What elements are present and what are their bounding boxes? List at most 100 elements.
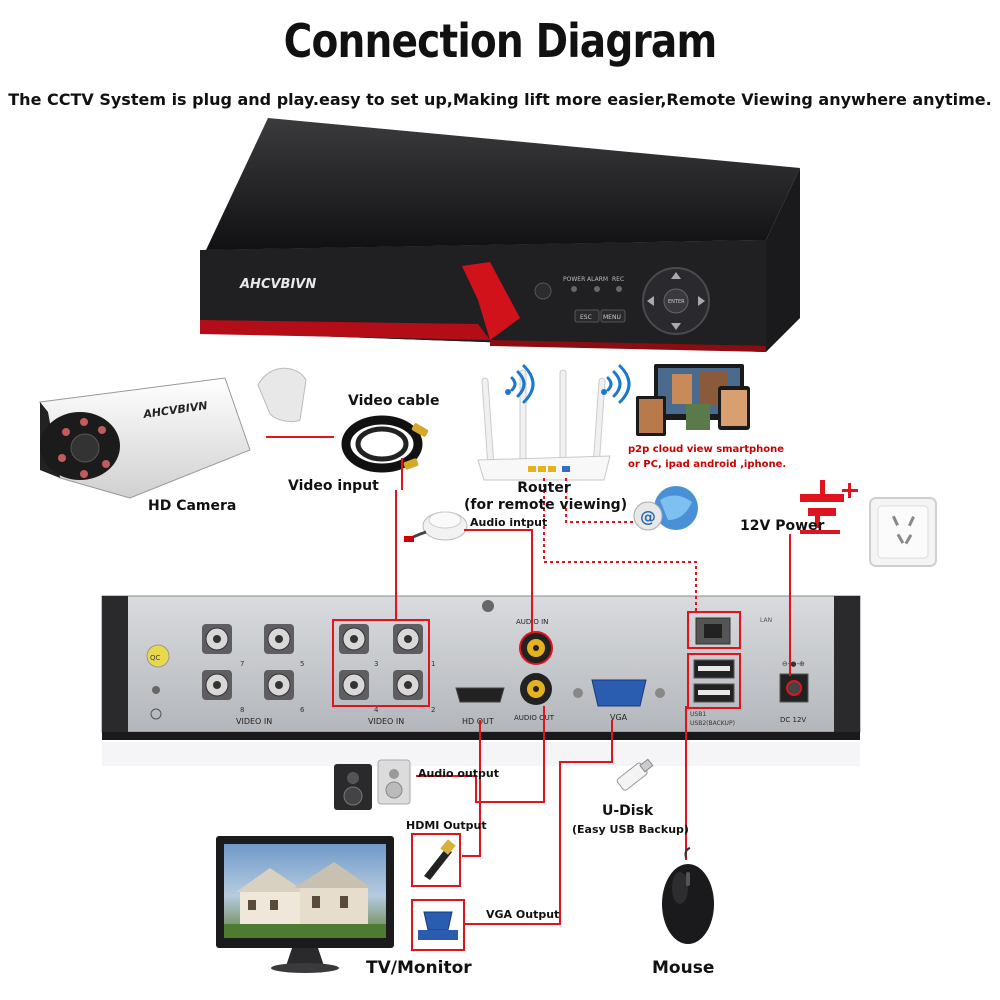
camera-mount (257, 367, 307, 423)
hdmi-wire (462, 720, 481, 857)
power-indicator-label: POWER (563, 276, 585, 283)
svg-text:⊖-●-⊕: ⊖-●-⊕ (782, 660, 805, 668)
vga-output-wire (464, 720, 613, 925)
power-led (571, 286, 577, 292)
menu-button-label: MENU (603, 314, 621, 321)
channel-label: 6 (300, 706, 305, 714)
video-in-highlight (332, 619, 430, 707)
dvr-back-panel: QC 7 5 8 6 VIDEO IN 3 1 4 2 VIDEO IN (101, 595, 861, 740)
page-title: Connection Diagram (283, 14, 718, 68)
connection-wires (266, 436, 791, 925)
router-label: Router (for remote viewing) (464, 480, 628, 514)
p2p-description: p2p cloud view smartphone or PC, ipad an… (628, 442, 786, 472)
alarm-indicator-label: ALARM (587, 276, 608, 283)
remote-devices-collage (636, 364, 750, 436)
wifi-icon (601, 364, 631, 404)
usb-disk-icon (616, 758, 654, 791)
alarm-led (594, 286, 600, 292)
channel-label: 5 (300, 660, 304, 668)
vga-port: VGA (573, 679, 665, 722)
channel-label: 4 (374, 706, 379, 714)
page-subtitle: The CCTV System is plug and play.easy to… (8, 90, 992, 109)
p2p-line1: p2p cloud view smartphone (628, 444, 785, 455)
usb-ports: USB1 USB2(BACKUP) (687, 653, 741, 727)
video-in-label-left: VIDEO IN (236, 717, 272, 726)
channel-label: 8 (240, 706, 244, 714)
arrow-up-icon (671, 272, 681, 279)
rec-indicator-label: REC (612, 276, 624, 283)
udisk-label: U-Disk (602, 803, 654, 819)
channel-label: 2 (431, 706, 435, 714)
hd-out-label: HD OUT (462, 717, 494, 726)
svg-text:@: @ (640, 507, 656, 526)
audio-out-port: AUDIO OUT (514, 673, 555, 722)
channel-label: 7 (240, 660, 244, 668)
channel-label: 1 (431, 660, 435, 668)
menu-button[interactable] (600, 309, 626, 323)
vga-label: VGA (610, 713, 628, 722)
video-input-wire (395, 458, 403, 620)
dc-12v-port: ⊖-●-⊕ DC 12V (779, 660, 809, 724)
vga-output-label: VGA Output (486, 908, 560, 921)
email-globe-icon: @ (633, 486, 698, 531)
arrow-right-icon (698, 296, 705, 306)
enter-button[interactable] (663, 288, 689, 314)
dc-power-icon (800, 480, 858, 534)
p2p-line2: or PC, ipad android ,iphone. (628, 459, 787, 470)
usb2-label: USB2(BACKUP) (690, 720, 735, 727)
camera-lens (70, 433, 100, 463)
dvr-front: AHCVBIVN POWER ALARM REC ESC MENU ENTER (200, 118, 800, 352)
qc-sticker (146, 644, 170, 668)
esc-button[interactable] (574, 309, 600, 323)
usb1-label: USB1 (690, 711, 706, 718)
audio-input-wire (464, 529, 533, 632)
channel-label: 3 (374, 660, 378, 668)
audio-out-label: AUDIO OUT (514, 714, 555, 722)
tv-monitor-label: TV/Monitor (366, 958, 472, 978)
mouse-label: Mouse (652, 958, 715, 978)
video-input-label: Video input (288, 478, 379, 494)
hdmi-port: HD OUT (455, 687, 505, 726)
dc-12v-label: DC 12V (780, 716, 806, 724)
power-label: 12V Power (740, 518, 825, 534)
audio-output-wire (416, 706, 545, 803)
mouse-device (662, 847, 714, 944)
lan-port: LAN (687, 611, 772, 649)
bnc-ports-left: 7 5 8 6 VIDEO IN (202, 624, 305, 726)
arrow-down-icon (671, 323, 681, 330)
rec-led (616, 286, 622, 292)
audio-output-label: Audio output (418, 767, 499, 780)
wifi-icon (505, 364, 535, 404)
router-label-line2: (for remote viewing) (464, 497, 628, 513)
router (477, 364, 631, 481)
lan-label: LAN (760, 617, 772, 624)
enter-button-label: ENTER (668, 299, 685, 305)
dvr-brand-logo: AHCVBIVN (239, 277, 316, 292)
router-label-line1: Router (517, 480, 571, 496)
ir-sensor (534, 282, 552, 300)
vga-cable-icon (411, 899, 465, 951)
bnc-ports-right: 3 1 4 2 VIDEO IN (332, 619, 435, 726)
udisk-sublabel: (Easy USB Backup) (572, 823, 689, 836)
tv-stand (286, 948, 324, 966)
esc-button-label: ESC (580, 314, 592, 321)
audio-microphone (404, 511, 468, 542)
ground-icon (150, 708, 162, 720)
network-dotted-wires (543, 478, 697, 614)
hdmi-cable-icon (411, 833, 461, 887)
hd-camera-label: HD Camera (148, 498, 237, 514)
video-cable-label: Video cable (348, 393, 440, 409)
hd-camera: AHCVBIVN (39, 367, 307, 499)
qc-label: QC (150, 654, 161, 662)
audio-input-label: Audio intput (470, 516, 548, 529)
dvr-top-surface (206, 118, 800, 250)
speakers (334, 759, 411, 810)
video-cable-coil (341, 415, 429, 473)
video-in-label-right: VIDEO IN (368, 717, 404, 726)
hdmi-output-label: HDMI Output (406, 819, 487, 832)
dvr-red-accent (462, 262, 520, 340)
tv-monitor (216, 836, 394, 973)
wall-socket (869, 497, 937, 567)
arrow-left-icon (647, 296, 654, 306)
